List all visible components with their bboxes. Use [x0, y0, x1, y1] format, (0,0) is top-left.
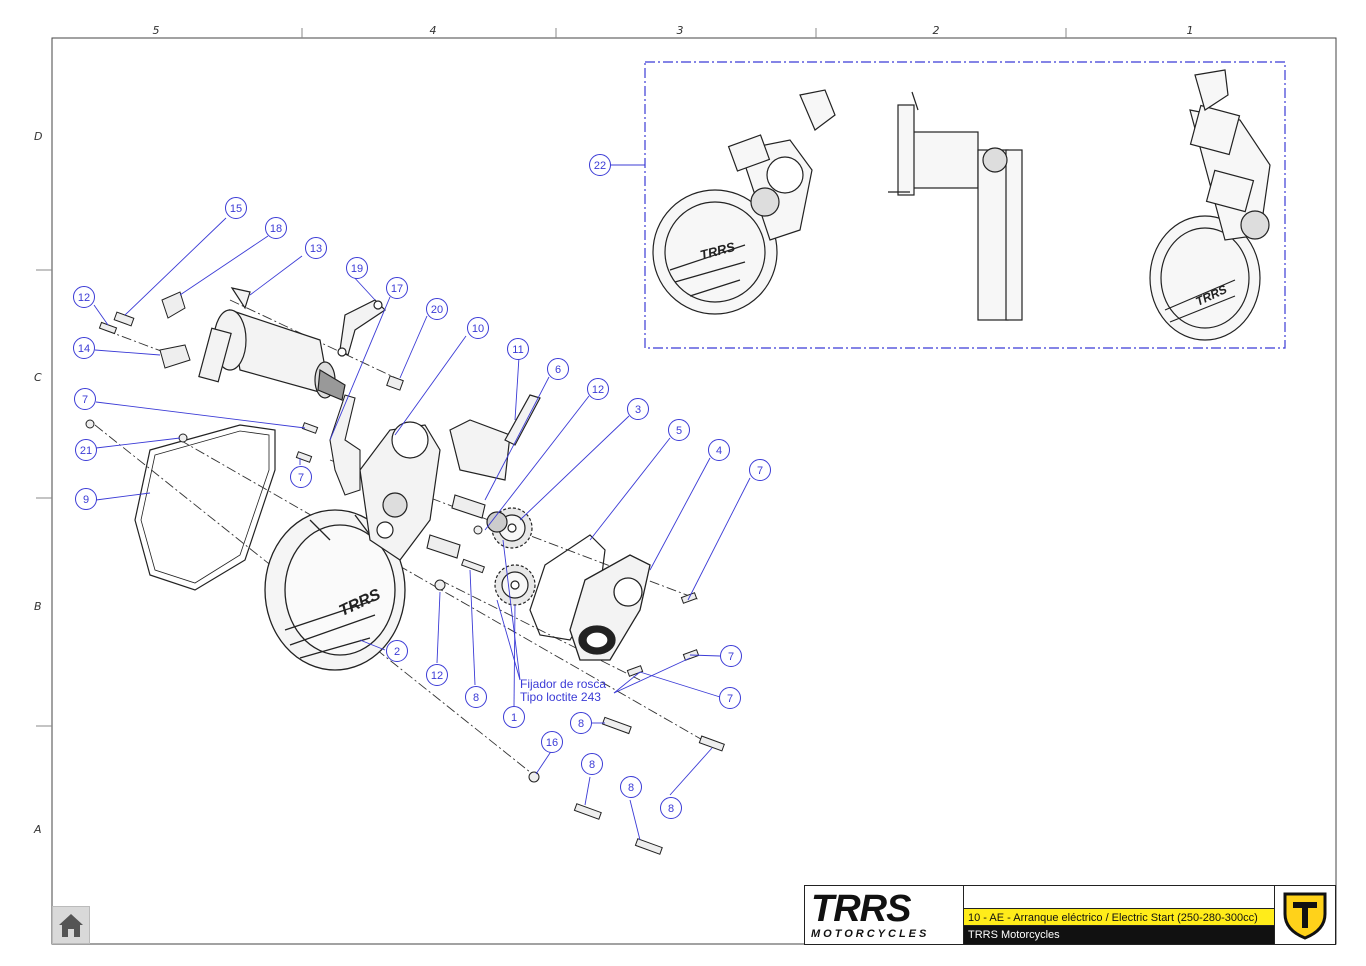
- plug-12: [434, 579, 446, 591]
- callout-bubble: 13: [305, 237, 327, 259]
- home-button[interactable]: [52, 906, 90, 944]
- screw-8-a: [460, 558, 486, 574]
- gasket-inner-edge: [140, 430, 270, 584]
- company-name: TRRS Motorcycles: [964, 926, 1274, 944]
- grid-row-label: A: [34, 823, 42, 836]
- callout-bubble: 1: [503, 706, 525, 728]
- callout-leaders: [93, 217, 751, 841]
- callout-bubble: 20: [426, 298, 448, 320]
- title-spacer: [964, 886, 1274, 908]
- screw-8-e: [634, 838, 663, 855]
- gear-part-1: [494, 564, 536, 606]
- callout-bubble: 8: [570, 712, 592, 734]
- note-line-1: Fijador de rosca: [520, 677, 607, 691]
- callout-bubble: 15: [225, 197, 247, 219]
- sheet-border: [51, 37, 1337, 945]
- connector-18: [161, 291, 186, 319]
- callout-bubble: 7: [74, 388, 96, 410]
- callout-bubble: 8: [660, 797, 682, 819]
- grid-ticks: [36, 28, 1067, 727]
- grid-column-label: 3: [676, 24, 684, 37]
- callout-bubble: 17: [386, 277, 408, 299]
- screw-20: [386, 375, 404, 391]
- callout-bubble: 5: [668, 419, 690, 441]
- grid-row-label: C: [34, 371, 42, 384]
- grid-column-label: 4: [429, 24, 437, 37]
- callout-bubble: 12: [73, 286, 95, 308]
- washer-12: [473, 525, 483, 535]
- gasket-part-9: [134, 424, 276, 591]
- fasteners: [85, 291, 725, 855]
- callout-bubble: 12: [587, 378, 609, 400]
- cover-part-2: [264, 509, 406, 671]
- starter-motor-part-13: [198, 287, 346, 401]
- title-block: TRRS MOTORCYCLES 10 - AE - Arranque eléc…: [804, 885, 1336, 945]
- screw-8-d: [573, 803, 602, 820]
- inset-front-view: [652, 89, 836, 315]
- callout-bubble: 8: [465, 686, 487, 708]
- trrs-shield-icon: [1283, 892, 1327, 940]
- spacer-14: [159, 344, 191, 369]
- bushing-parts: [426, 494, 486, 559]
- brand-logo-text: TRRS: [811, 888, 911, 930]
- callout-bubble: 22: [589, 154, 611, 176]
- dowel-21-b: [178, 433, 188, 443]
- gear-cover-part-4: [569, 554, 651, 661]
- callout-bubble: 16: [541, 731, 563, 753]
- callout-bubble: 3: [627, 398, 649, 420]
- gear-part-3: [486, 507, 533, 549]
- callout-bubble: 7: [720, 645, 742, 667]
- grid-row-label: B: [34, 600, 42, 613]
- housing-part-10: [359, 421, 441, 561]
- callout-bubble: 7: [749, 459, 771, 481]
- grid-row-label: D: [34, 130, 43, 143]
- washer-16: [528, 771, 540, 783]
- callout-bubble: 9: [75, 488, 97, 510]
- grid-column-label: 2: [932, 24, 940, 37]
- callout-bubble: 7: [719, 687, 741, 709]
- callout-bubble: 14: [73, 337, 95, 359]
- grid-column-label: 1: [1186, 24, 1194, 37]
- callout-bubble: 12: [426, 664, 448, 686]
- brand-logo: TRRS MOTORCYCLES: [805, 886, 964, 944]
- screw-15: [113, 311, 135, 327]
- assembly-inset-frame: [644, 61, 1286, 349]
- screw-7-e: [626, 665, 644, 677]
- dowel-21-a: [85, 419, 95, 429]
- callout-bubble: 11: [507, 338, 529, 360]
- screw-8-c: [698, 735, 725, 752]
- grid-column-label: 5: [152, 24, 160, 37]
- screw-12-top: [98, 321, 118, 335]
- callout-bubble: 8: [581, 753, 603, 775]
- callout-bubble: 8: [620, 776, 642, 798]
- screw-8-b: [601, 716, 632, 735]
- callout-bubble: 19: [346, 257, 368, 279]
- callout-bubble: 2: [386, 640, 408, 662]
- callout-bubble: 21: [75, 439, 97, 461]
- drawing-title: 10 - AE - Arranque eléctrico / Electric …: [964, 908, 1274, 926]
- brand-logo-subtitle: MOTORCYCLES: [811, 928, 930, 940]
- bracket-part-19: [337, 299, 386, 357]
- callout-bubble: 7: [290, 466, 312, 488]
- screw-7-a: [301, 422, 319, 434]
- note-line-2: Tipo loctite 243: [520, 690, 601, 704]
- callout-bubble: 4: [708, 439, 730, 461]
- callout-bubble: 6: [547, 358, 569, 380]
- inset-iso-view: [1149, 69, 1271, 341]
- home-icon: [59, 914, 83, 937]
- screw-7-b: [295, 451, 313, 463]
- callout-bubble: 18: [265, 217, 287, 239]
- shield-logo: [1274, 886, 1337, 944]
- loctite-note: Fijador de rosca Tipo loctite 243: [520, 678, 606, 704]
- solenoid-part-11: [449, 394, 541, 481]
- inset-side-view: [888, 91, 1023, 321]
- callout-bubble: 10: [467, 317, 489, 339]
- bracket-part-17: [329, 394, 361, 496]
